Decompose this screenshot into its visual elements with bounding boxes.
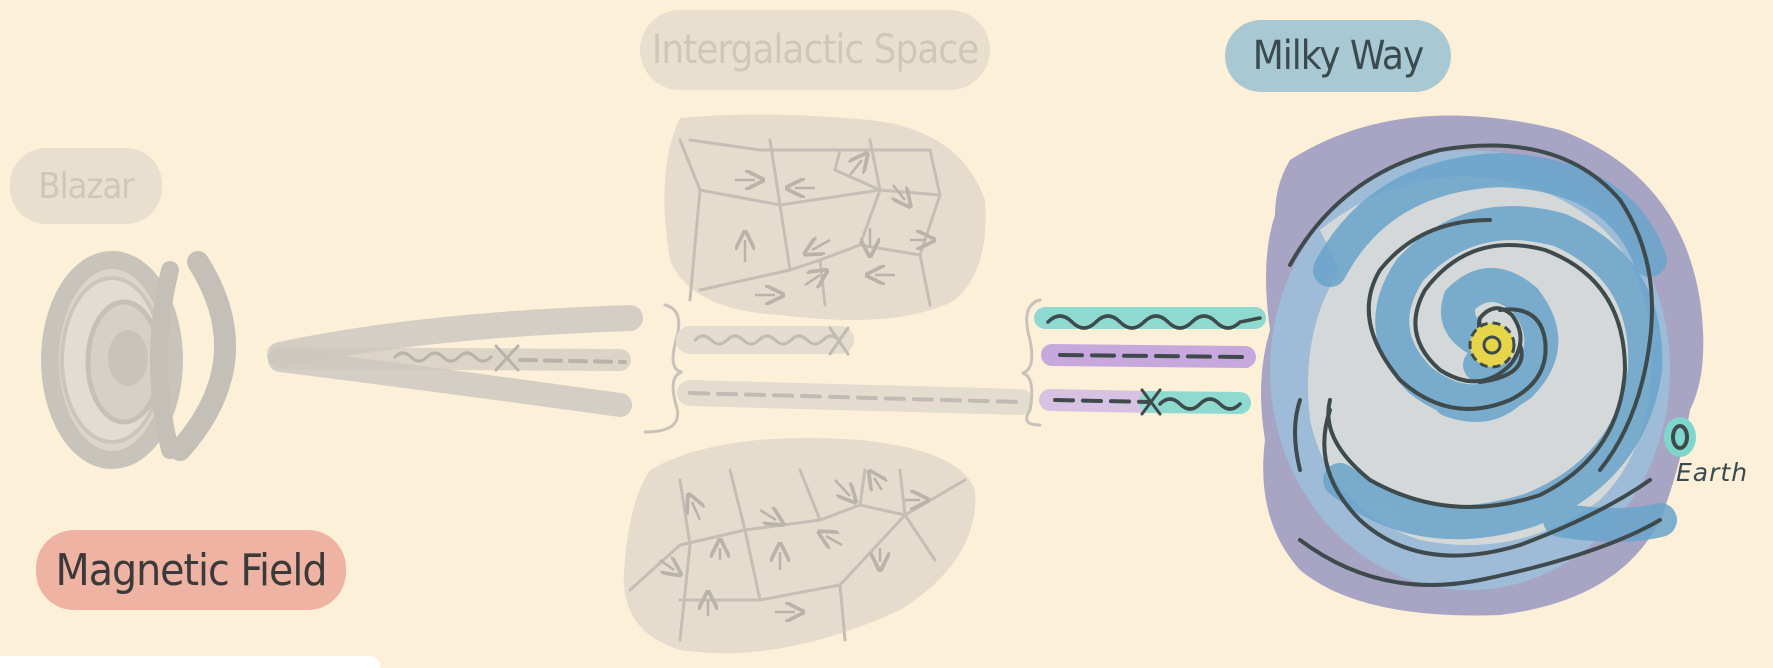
brace-left [643,303,683,434]
intergalactic-cells-top [664,114,986,320]
intergalactic-cells-bottom [623,438,976,654]
earth-label: Earth [1676,458,1749,487]
earth-icon [1664,417,1696,457]
intergalactic-space-label: Intergalactic Space [640,10,990,90]
milky-way-label: Milky Way [1225,20,1451,92]
brace-right [1021,298,1042,427]
bottom-edge-strip [0,656,380,668]
milky-way-galaxy [1261,115,1704,616]
blazar-jet [267,305,643,417]
blazar-label: Blazar [10,148,162,224]
magnetic-field-label: Magnetic Field [36,530,346,610]
intergalactic-tracks [676,326,1033,415]
blazar-icon [41,251,236,469]
particle-tracks [1034,307,1266,416]
